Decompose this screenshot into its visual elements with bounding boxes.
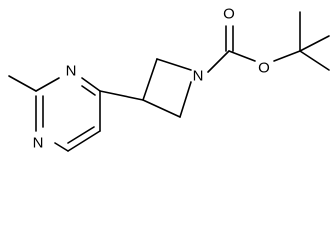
atom-label-pyrimidine-n1: N xyxy=(66,63,77,80)
bond-n-carbonyl xyxy=(207,50,230,73)
chemical-structure-diagram: O O N N N xyxy=(8,6,330,152)
bond-c5-c4 xyxy=(67,130,101,152)
bond-methyl-c2 xyxy=(8,75,37,92)
bond-azetidine-c3-c2 xyxy=(142,58,158,101)
bond-c2-n1 xyxy=(35,77,60,92)
bond-c5-c4-inner xyxy=(67,126,95,144)
bond-azetidine-c4-c3 xyxy=(142,99,181,118)
atom-label-azetidine-nitrogen: N xyxy=(193,68,204,85)
bond-pyrimidine-azetidine xyxy=(99,90,144,101)
atom-label-carbonyl-oxygen: O xyxy=(223,6,235,23)
bond-n1-c6 xyxy=(81,77,101,92)
bond-azetidine-c2-n xyxy=(156,58,192,71)
bond-c4-n3 xyxy=(54,142,69,152)
atom-label-ester-oxygen: O xyxy=(258,60,270,77)
bond-carbonyl-ester-oxygen xyxy=(228,50,256,62)
atom-label-pyrimidine-n3: N xyxy=(33,135,44,152)
bond-ester-oxygen-tbutyl xyxy=(273,50,301,62)
bond-n1-c6-inner xyxy=(81,85,96,96)
bond-tbutyl-down xyxy=(299,50,330,71)
bond-tbutyl-right xyxy=(299,35,330,52)
bond-azetidine-n-c4 xyxy=(179,81,192,118)
